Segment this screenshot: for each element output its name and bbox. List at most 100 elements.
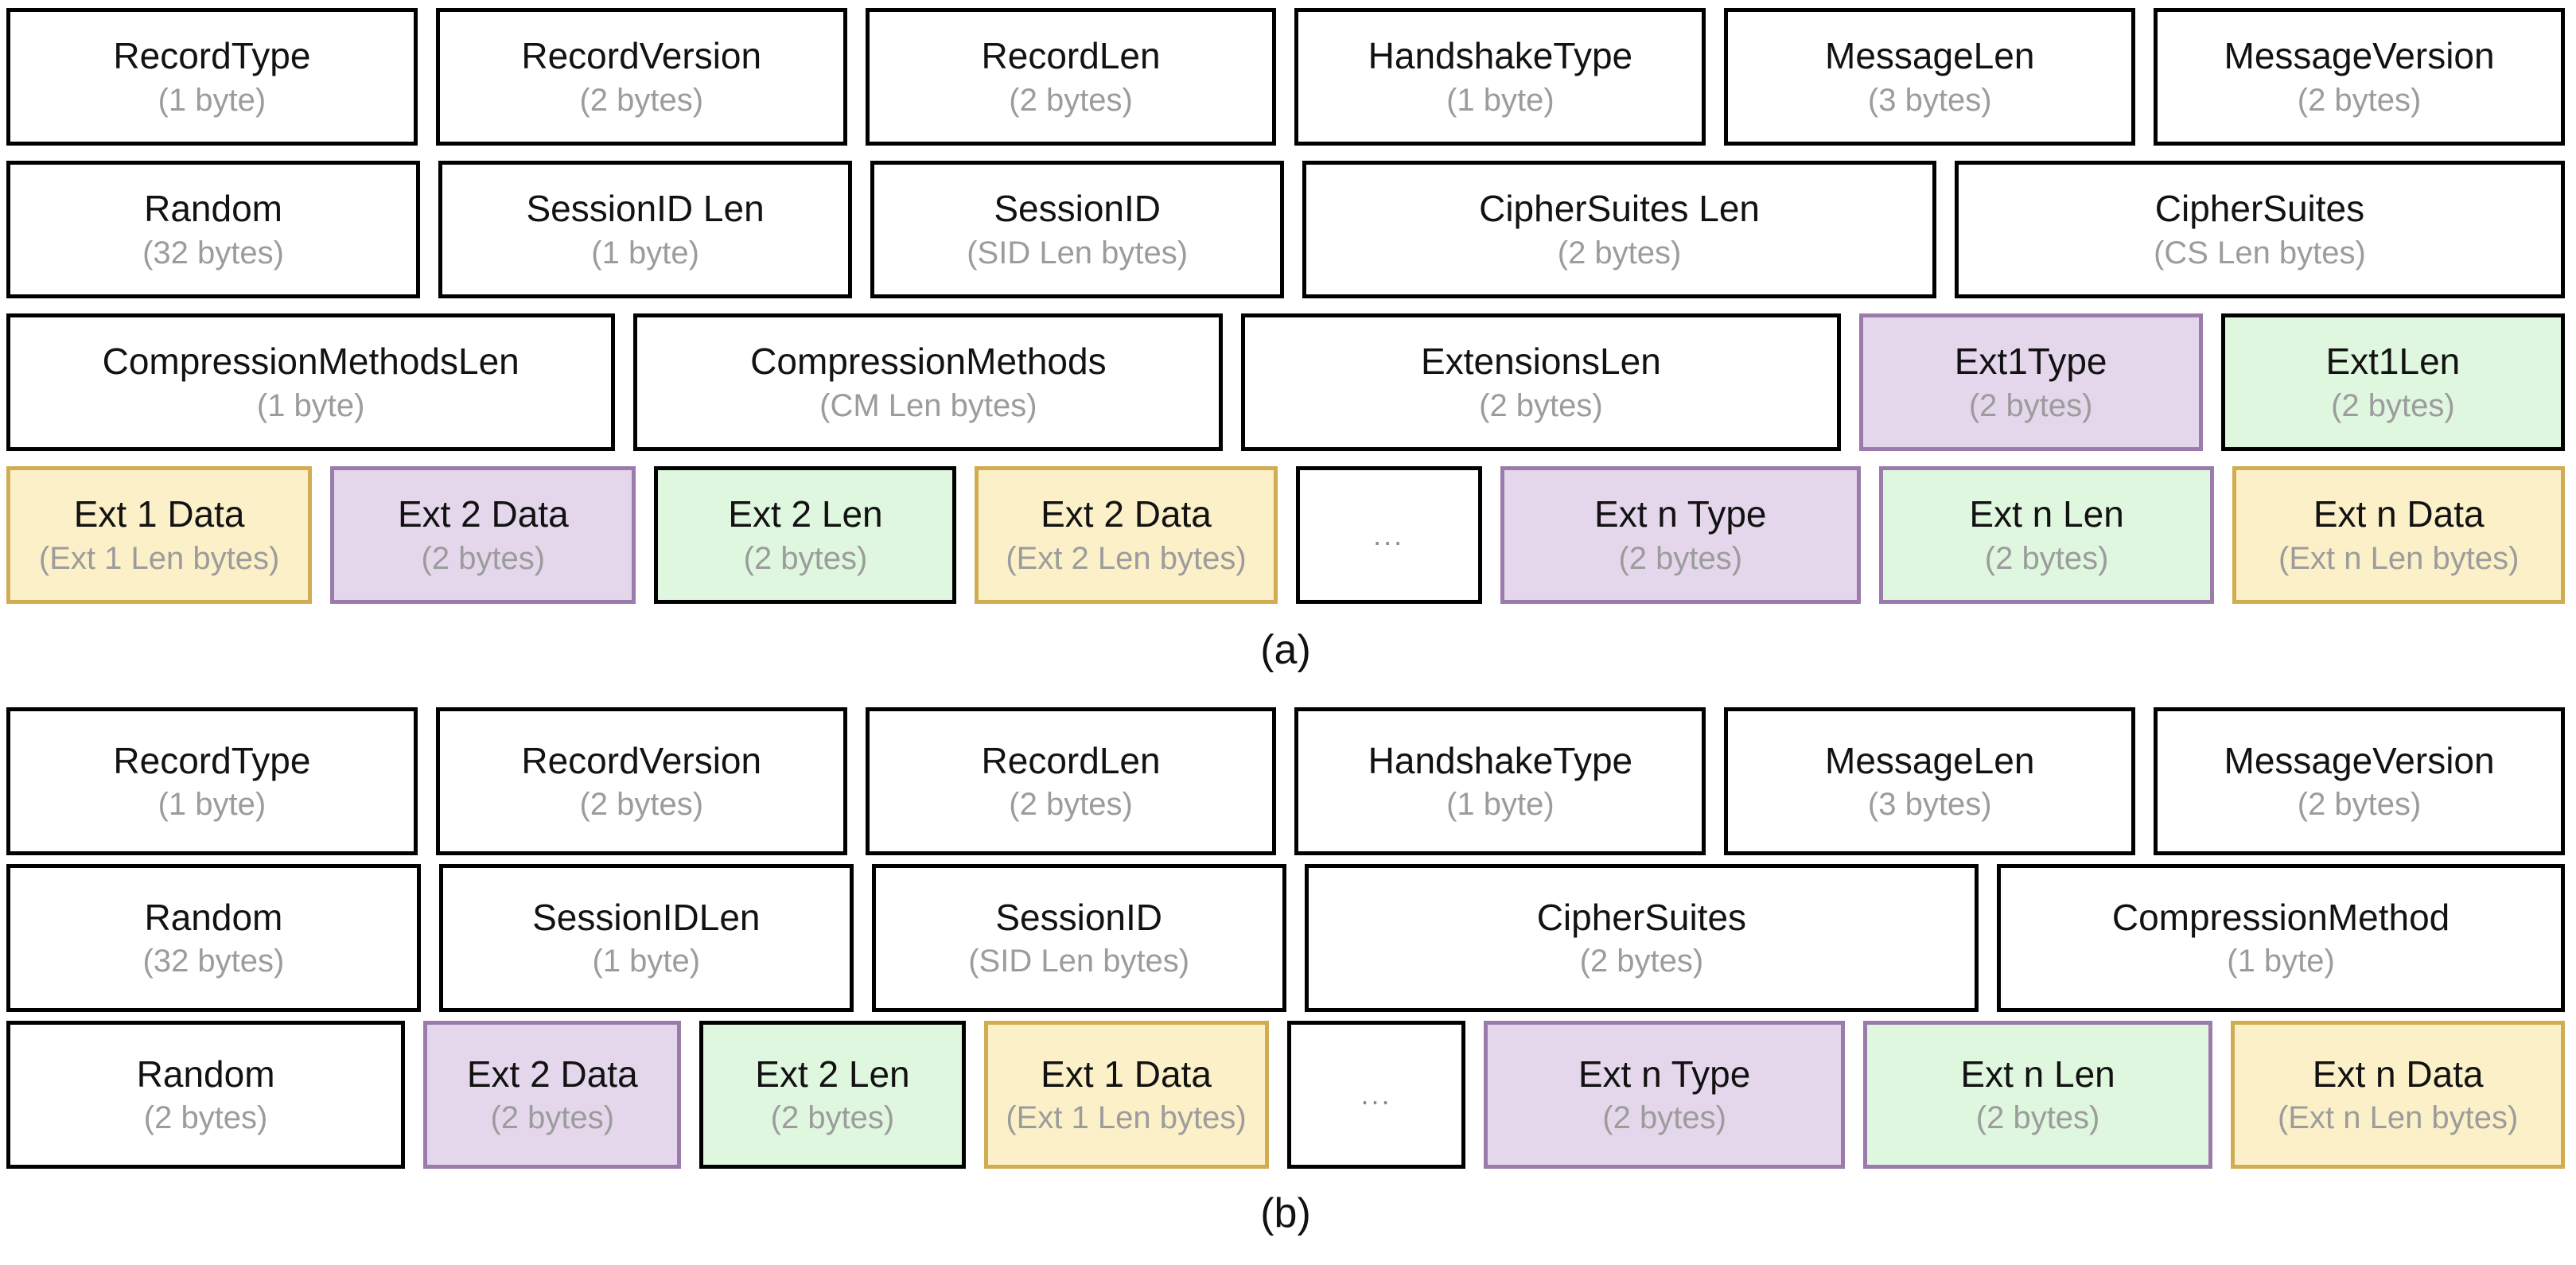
field-title: RecordLen [981, 35, 1161, 77]
field-title: CompressionMethods [750, 341, 1107, 383]
panel-a: RecordType(1 byte)RecordVersion(2 bytes)… [6, 8, 2566, 604]
field-box-ext-2-data: Ext 2 Data (2 bytes) [330, 466, 636, 604]
field-title: SessionIDLen [532, 896, 761, 938]
field-size: (2 bytes) [2297, 82, 2422, 118]
field-size: (1 byte) [1446, 787, 1555, 823]
field-size: (2 bytes) [1968, 387, 2093, 423]
field-box-handshaketype: HandshakeType (1 byte) [1294, 707, 1706, 855]
field-size: (2 bytes) [743, 540, 868, 576]
field-box-ext-2-data: Ext 2 Data (2 bytes) [423, 1021, 682, 1169]
field-title: Random [144, 896, 283, 938]
field-box-ext-n-data: Ext n Data(Ext n Len bytes) [2232, 466, 2565, 604]
field-box-recordlen: RecordLen (2 bytes) [865, 8, 1277, 146]
field-box-messageversion: MessageVersion(2 bytes) [2154, 707, 2565, 855]
field-size: (3 bytes) [1867, 787, 1992, 823]
ellipsis-box: ... [1286, 1021, 1466, 1169]
field-title: Ext 2 Data [1041, 493, 1212, 535]
field-title: Ext n Type [1578, 1053, 1751, 1095]
field-box-ext-2-data: Ext 2 Data (Ext 2 Len bytes) [975, 466, 1278, 604]
field-box-ext1len: Ext1Len (2 bytes) [2220, 313, 2565, 451]
field-box-ext-n-data: Ext n Data (Ext n Len bytes) [2231, 1021, 2565, 1169]
field-title: Ext1Type [1954, 341, 2107, 383]
field-size: (2 bytes) [1579, 944, 1704, 979]
field-box-ext-1-data: Ext 1 Data(Ext 1 Len bytes) [6, 466, 313, 604]
field-title: HandshakeType [1368, 739, 1633, 781]
field-box-ext1type: Ext1Type (2 bytes) [1858, 313, 2203, 451]
field-size: (2 bytes) [1618, 540, 1743, 576]
field-title: Ext1Len [2325, 341, 2461, 383]
field-size: (3 bytes) [1867, 82, 1992, 118]
field-size: (1 byte) [591, 235, 699, 271]
field-size: (1 byte) [256, 387, 365, 423]
field-title: Random [136, 1053, 275, 1095]
field-box-random: Random (2 bytes) [6, 1021, 406, 1169]
field-box-ciphersuites-len: CipherSuites Len (2 bytes) [1302, 161, 1936, 298]
field-title: CipherSuites [2154, 188, 2365, 230]
field-size: (Ext n Len bytes) [2277, 1100, 2519, 1136]
field-size: (SID Len bytes) [968, 944, 1190, 979]
field-size: (2 bytes) [770, 1100, 895, 1136]
field-size: (32 bytes) [142, 944, 285, 979]
panel-a-caption: (a) [1260, 627, 1311, 673]
format-row: Random(32 bytes)SessionID Len(1 byte)Ses… [6, 161, 2566, 298]
field-title: Ext n Len [1960, 1053, 2115, 1095]
field-title: Ext 2 Data [466, 1053, 638, 1095]
field-box-sessionid: SessionID(SID Len bytes) [871, 864, 1286, 1012]
field-size: (Ext 2 Len bytes) [1006, 540, 1247, 576]
field-box-recordversion: RecordVersion(2 bytes) [435, 707, 847, 855]
field-box-sessionidlen: SessionIDLen (1 byte) [438, 864, 854, 1012]
field-title: SessionID Len [526, 188, 765, 230]
field-title: CompressionMethodsLen [102, 341, 519, 383]
format-row: RecordType(1 byte)RecordVersion(2 bytes)… [6, 707, 2565, 855]
field-box-ext-n-len: Ext n Len (2 bytes) [1862, 1021, 2213, 1169]
field-box-ext-n-type: Ext n Type(2 bytes) [1484, 1021, 1845, 1169]
field-size: (2 bytes) [1009, 82, 1133, 118]
field-box-ext-n-len: Ext n Len(2 bytes) [1878, 466, 2215, 604]
field-size: (2 bytes) [1557, 235, 1682, 271]
field-title: Ext n Type [1594, 493, 1767, 535]
field-size: (1 byte) [2227, 944, 2335, 979]
field-box-recordtype: RecordType(1 byte) [6, 8, 418, 146]
field-title: MessageLen [1825, 739, 2035, 781]
format-row: RecordType(1 byte)RecordVersion(2 bytes)… [6, 8, 2565, 146]
field-box-extensionslen: ExtensionsLen (2 bytes) [1241, 313, 1841, 451]
field-title: ExtensionsLen [1421, 341, 1661, 383]
field-title: Ext 2 Len [755, 1053, 910, 1095]
field-box-compressionmethodslen: CompressionMethodsLen (1 byte) [6, 313, 616, 451]
field-size: (SID Len bytes) [967, 235, 1189, 271]
field-size: (2 bytes) [1975, 1100, 2100, 1136]
ellipsis-box: ... [1295, 466, 1482, 604]
field-title: Ext 1 Data [73, 493, 245, 535]
field-title: MessageLen [1825, 35, 2035, 77]
field-size: (CM Len bytes) [819, 387, 1037, 423]
field-title: Ext 2 Data [397, 493, 569, 535]
field-box-handshaketype: HandshakeType(1 byte) [1294, 8, 1706, 146]
field-box-ext-1-data: Ext 1 Data(Ext 1 Len bytes) [983, 1021, 1269, 1169]
field-box-ciphersuites: CipherSuites(CS Len bytes) [1954, 161, 2566, 298]
field-title: CompressionMethod [2111, 896, 2450, 938]
field-title: CipherSuites [1536, 896, 1747, 938]
field-title: MessageVersion [2224, 739, 2495, 781]
field-title: Random [144, 188, 282, 230]
field-box-sessionid-len: SessionID Len (1 byte) [438, 161, 853, 298]
field-box-compressionmethod: CompressionMethod (1 byte) [1997, 864, 2565, 1012]
field-size: (2 bytes) [1009, 787, 1133, 823]
field-box-ext-2-len: Ext 2 Len(2 bytes) [654, 466, 957, 604]
field-title: RecordLen [981, 739, 1161, 781]
field-box-messageversion: MessageVersion(2 bytes) [2154, 8, 2565, 146]
field-size: (2 bytes) [143, 1100, 268, 1136]
field-size: (2 bytes) [2331, 387, 2455, 423]
panel-b: RecordType(1 byte)RecordVersion(2 bytes)… [6, 707, 2565, 1169]
field-size: (1 byte) [158, 82, 267, 118]
field-size: (2 bytes) [1479, 387, 1603, 423]
format-row: Random(32 bytes)SessionIDLen(1 byte)Sess… [6, 864, 2565, 1012]
field-size: (2 bytes) [421, 540, 546, 576]
field-title: Ext n Data [2312, 1053, 2484, 1095]
field-box-recordversion: RecordVersion(2 bytes) [435, 8, 847, 146]
field-box-ciphersuites: CipherSuites (2 bytes) [1304, 864, 1979, 1012]
field-size: (Ext n Len bytes) [2278, 540, 2520, 576]
field-size: (1 byte) [592, 944, 701, 979]
field-title: CipherSuites Len [1479, 188, 1760, 230]
field-size: (2 bytes) [490, 1100, 615, 1136]
